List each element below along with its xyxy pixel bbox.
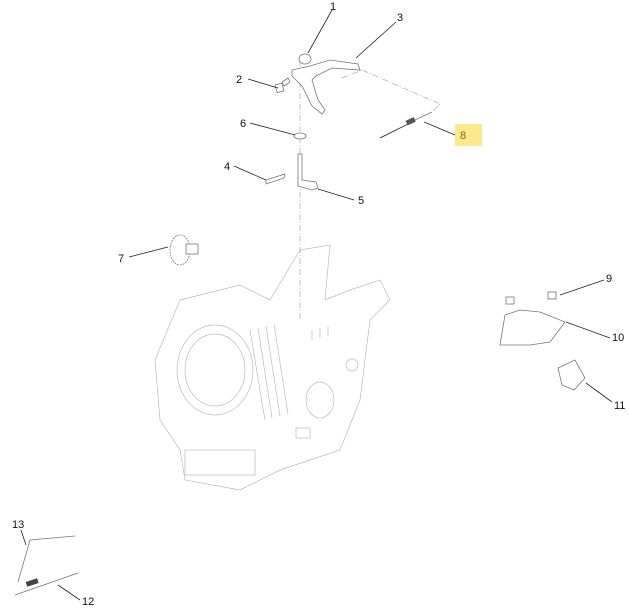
- part-3-governor-arm: [291, 59, 361, 115]
- callout-10[interactable]: 10: [612, 332, 624, 344]
- callout-4[interactable]: 4: [224, 161, 230, 173]
- callout-5[interactable]: 5: [358, 195, 364, 207]
- part-5-governor-shaft: [297, 153, 319, 191]
- callout-3[interactable]: 3: [397, 12, 403, 24]
- part-10-control-bracket: [499, 309, 566, 346]
- leader-lines: [20, 9, 613, 601]
- part-2-screw: [274, 77, 291, 94]
- callout-2[interactable]: 2: [236, 74, 242, 86]
- part-11-knob: [557, 359, 586, 391]
- callout-13[interactable]: 13: [12, 519, 24, 531]
- engine-block: [154, 244, 391, 491]
- part-4-pin: [265, 173, 286, 185]
- part-6-washer: [293, 132, 307, 140]
- callout-7[interactable]: 7: [118, 253, 124, 265]
- part-8-spring: [379, 111, 433, 139]
- callout-8-highlight: [455, 124, 482, 146]
- callout-1[interactable]: 1: [330, 1, 336, 13]
- callout-6[interactable]: 6: [240, 118, 246, 130]
- spring-link-line: [341, 69, 441, 113]
- callout-9[interactable]: 9: [606, 273, 612, 285]
- part-9-screws: [505, 291, 557, 305]
- part-7-governor-gear: [169, 234, 199, 266]
- part-13-rod: [17, 535, 76, 583]
- callout-11[interactable]: 11: [614, 400, 625, 412]
- part-12-rod-spring: [14, 572, 79, 596]
- part-1-nut: [298, 53, 312, 65]
- callout-8[interactable]: 8: [460, 130, 466, 142]
- callout-12[interactable]: 12: [82, 596, 94, 608]
